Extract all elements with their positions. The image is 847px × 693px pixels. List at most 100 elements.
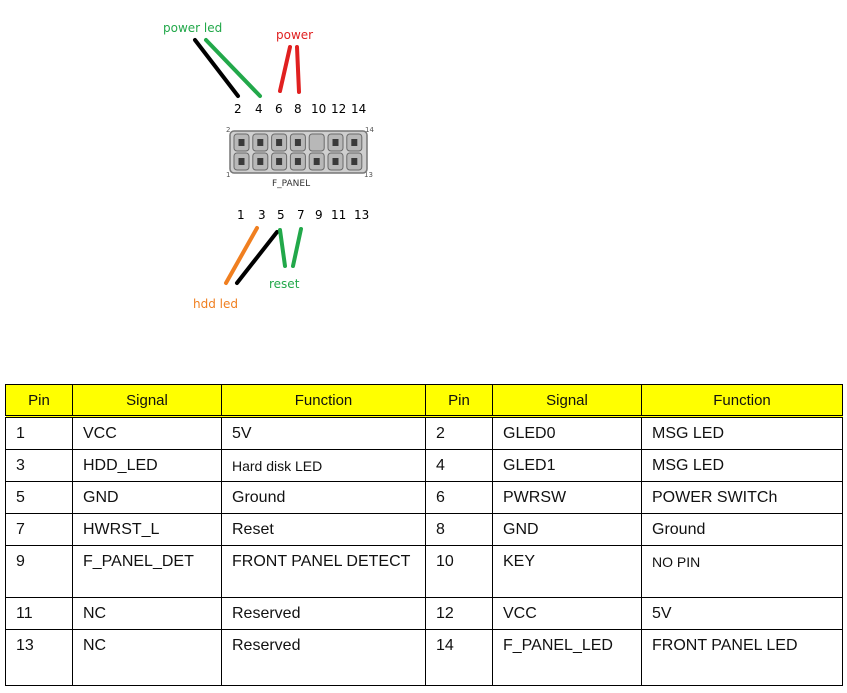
pin (351, 139, 358, 146)
signal-cell: HWRST_L (72, 513, 222, 546)
col-header-function: Function (221, 384, 426, 418)
pin-cell: 4 (425, 449, 493, 482)
signal-cell: GLED0 (492, 416, 642, 450)
col-header-function: Function (641, 384, 843, 418)
function-cell: NO PIN (641, 545, 843, 598)
pin-cell: 6 (425, 481, 493, 514)
pin (276, 158, 283, 165)
pin-cell: 9 (5, 545, 73, 598)
label-power-led: power led (163, 21, 222, 35)
pin-cell: 8 (425, 513, 493, 546)
pin (313, 158, 320, 165)
header-corner-br: 13 (364, 171, 373, 179)
pin-cell: 14 (425, 629, 493, 686)
wire-power-led (204, 38, 262, 98)
signal-cell: F_PANEL_LED (492, 629, 642, 686)
pin-cell: 7 (5, 513, 73, 546)
pin-number-1: 1 (237, 208, 245, 222)
wire-power-a (278, 45, 292, 93)
wire-black-top (193, 38, 240, 98)
signal-cell: VCC (492, 597, 642, 630)
pin (351, 158, 358, 165)
signal-cell: KEY (492, 545, 642, 598)
signal-cell: PWRSW (492, 481, 642, 514)
pin (257, 158, 264, 165)
signal-cell: HDD_LED (72, 449, 222, 482)
function-cell: 5V (221, 416, 426, 450)
pin-cell: 11 (5, 597, 73, 630)
function-cell: Ground (641, 513, 843, 546)
pin-number-5: 5 (277, 208, 285, 222)
pin-cell: 1 (5, 416, 73, 450)
pin-cell: 3 (5, 449, 73, 482)
pin (276, 139, 283, 146)
signal-cell: F_PANEL_DET (72, 545, 222, 598)
col-header-signal: Signal (72, 384, 222, 418)
pin-number-12: 12 (331, 102, 346, 116)
pin-number-8: 8 (294, 102, 302, 116)
function-cell: Reserved (221, 597, 426, 630)
header-corner-tl: 2 (226, 126, 230, 134)
wire-black-bottom (235, 230, 279, 285)
pin (332, 139, 339, 146)
pin-table: Pin Signal Function Pin Signal Function … (5, 384, 843, 686)
header-corner-tr: 14 (365, 126, 374, 134)
col-header-pin: Pin (425, 384, 493, 418)
pin-number-7: 7 (297, 208, 305, 222)
pin-cell: 12 (425, 597, 493, 630)
pin (294, 158, 301, 165)
function-cell: Hard disk LED (221, 449, 426, 482)
signal-cell: NC (72, 597, 222, 630)
pin-number-2: 2 (234, 102, 242, 116)
function-cell: POWER SWITCh (641, 481, 843, 514)
pin-diagram: power led power hdd led reset 2 4 6 8 10… (163, 21, 374, 311)
pin-cell: 5 (5, 481, 73, 514)
pin-cell: 2 (425, 416, 493, 450)
col-header-pin: Pin (5, 384, 73, 418)
pin-slot (308, 133, 325, 152)
label-power: power (276, 28, 313, 42)
label-reset: reset (269, 277, 300, 291)
wire-hdd-led (224, 226, 259, 285)
signal-cell: GND (492, 513, 642, 546)
function-cell: MSG LED (641, 416, 843, 450)
wire-power-b (295, 45, 301, 94)
pin-number-14: 14 (351, 102, 366, 116)
signal-cell: NC (72, 629, 222, 686)
header-name: F_PANEL (272, 179, 310, 189)
col-header-signal: Signal (492, 384, 642, 418)
function-cell: Reserved (221, 629, 426, 686)
function-cell: FRONT PANEL LED (641, 629, 843, 686)
signal-cell: VCC (72, 416, 222, 450)
function-cell: FRONT PANEL DETECT (221, 545, 426, 598)
pin-cell: 10 (425, 545, 493, 598)
function-cell: Reset (221, 513, 426, 546)
signal-cell: GND (72, 481, 222, 514)
table-header-row: Pin Signal Function Pin Signal Function (5, 384, 843, 418)
pin (294, 139, 301, 146)
wire-reset-a (278, 228, 287, 268)
even-pin-numbers: 2 4 6 8 10 12 14 (234, 102, 366, 116)
pin-number-6: 6 (275, 102, 283, 116)
pin-number-11: 11 (331, 208, 346, 222)
pin (238, 139, 245, 146)
pin-number-10: 10 (311, 102, 326, 116)
signal-cell: GLED1 (492, 449, 642, 482)
pin (332, 158, 339, 165)
wire-reset-b (291, 227, 303, 268)
pin-cell: 13 (5, 629, 73, 686)
pin-number-9: 9 (315, 208, 323, 222)
odd-pin-numbers: 1 3 5 7 9 11 13 (237, 208, 369, 222)
pin-number-13: 13 (354, 208, 369, 222)
pin-number-4: 4 (255, 102, 263, 116)
function-cell: Ground (221, 481, 426, 514)
function-cell: 5V (641, 597, 843, 630)
pin (257, 139, 264, 146)
